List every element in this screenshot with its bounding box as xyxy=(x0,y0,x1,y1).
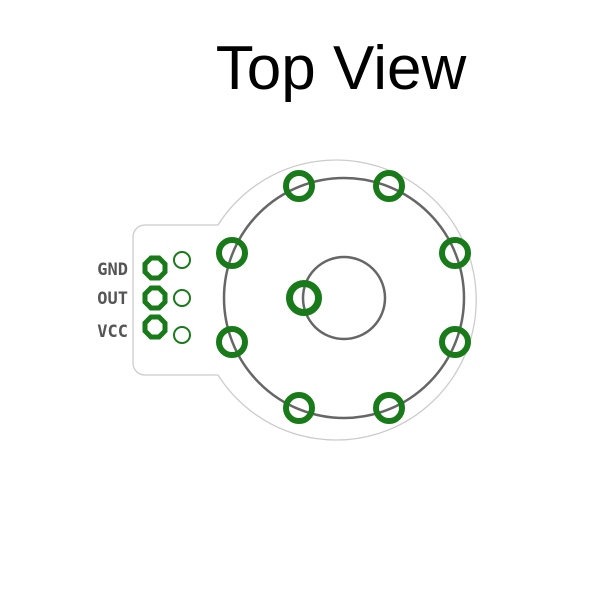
secondary-pad xyxy=(173,326,191,344)
pin-label-gnd: GND xyxy=(97,260,128,280)
ring-pad xyxy=(439,326,471,358)
diagram-title: Top View xyxy=(215,34,467,103)
secondary-pads xyxy=(173,251,191,344)
header-pads xyxy=(142,255,168,340)
ring-pad xyxy=(283,392,315,424)
board-outline xyxy=(132,159,477,441)
secondary-pad xyxy=(173,251,191,269)
header-pad-out xyxy=(142,285,168,311)
ring-pad xyxy=(373,392,405,424)
pin-label-out: OUT xyxy=(97,289,128,309)
ring-pad xyxy=(216,326,248,358)
ring-pad xyxy=(439,237,471,269)
header-pad-gnd xyxy=(142,255,168,281)
ring-pad xyxy=(373,170,405,202)
outer-ring-circle xyxy=(222,176,466,420)
header-pad-vcc xyxy=(142,314,168,340)
ring-pads xyxy=(216,170,471,424)
center-pad xyxy=(286,280,322,316)
ring-pad xyxy=(283,170,315,202)
inner-shaft-circle xyxy=(301,255,387,341)
ring-pad xyxy=(216,237,248,269)
secondary-pad xyxy=(173,289,191,307)
pin-label-vcc: VCC xyxy=(97,322,128,342)
